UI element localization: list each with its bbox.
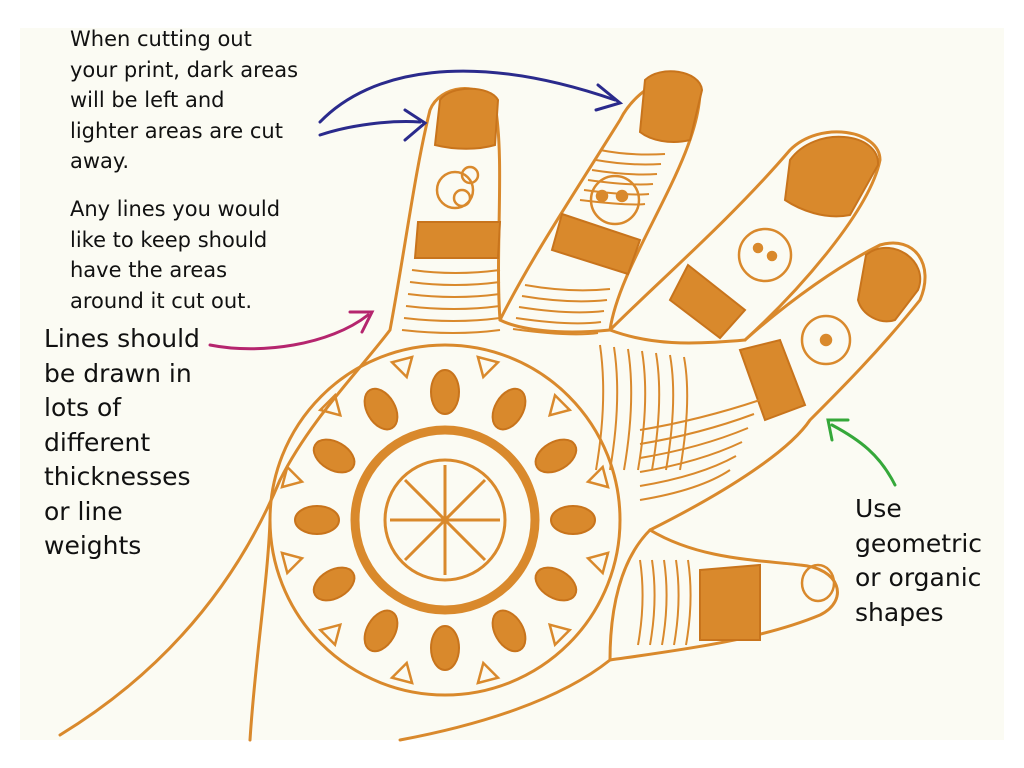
contour-line [609,346,619,471]
mandala-petal [534,566,578,602]
contour-line [639,399,761,431]
mandala-petal [491,609,527,653]
finger-bands [413,70,922,641]
pinky-band [738,338,807,422]
note-cutting-out: When cutting out your print, dark areas … [70,27,299,173]
contour-line [639,427,749,459]
index-band [413,221,502,259]
mandala-petal [430,625,460,671]
annotation-arrows [208,69,897,487]
mandala-triangle [280,464,305,489]
mandala-triangle [476,660,501,685]
thumb-band [699,563,761,641]
mandala-petal [294,505,340,535]
note-line-thickness: Lines should be drawn in lots of differe… [44,324,200,560]
mandala-triangle [317,392,343,418]
mandala-spokes [390,465,500,575]
ring-fingertip-dark [783,135,880,218]
magenta-arrow-head [348,310,375,334]
mandala-petals [294,369,596,671]
palm-mandala [268,343,622,697]
blue-arrow-long-head [594,83,624,112]
contour-line [401,329,501,334]
contour-lines [401,149,761,646]
mandala-petal [312,438,356,474]
contour-line [661,559,668,646]
contour-line [591,169,658,176]
mandala-petal [363,387,399,431]
contour-line [639,455,737,487]
mandala-petal [491,387,527,431]
index-fingertip-dark [433,87,500,150]
mandala-petal [550,505,596,535]
blue-arrow-long [318,69,617,124]
contour-line [665,354,675,471]
contour-line [407,293,501,298]
pinky-fingertip-dark [856,246,922,323]
contour-line [587,179,654,186]
contour-line [518,306,605,314]
hand-outline [58,74,927,742]
middle-fingertip-dark [638,70,704,143]
contour-line [595,159,662,166]
mandala-triangle [547,392,573,418]
green-arrow [830,423,897,487]
contour-line [637,350,647,471]
ring-band [668,263,747,340]
note-shapes: Use geometric or organic shapes [855,494,983,627]
mandala-triangle [585,551,610,576]
contour-line [579,199,646,206]
contour-line [521,295,608,303]
mandala-triangle [547,622,573,648]
mandala-triangle [280,551,305,576]
contour-line [405,305,501,310]
mandala-petal [534,438,578,474]
mandala-petal [430,369,460,415]
contour-line [409,281,501,286]
mandala-petal [363,609,399,653]
note-keep-lines: Any lines you would like to keep should … [70,197,281,313]
contour-line [651,352,661,471]
mandala-triangle [389,355,414,380]
mandala-triangle [476,355,501,380]
contour-line [411,269,501,274]
magenta-arrow [208,313,370,351]
contour-line [679,356,689,471]
contour-line [649,559,656,646]
contour-line [639,469,731,501]
contour-line [583,189,650,196]
mandala-triangle [585,464,610,489]
contour-line [639,413,755,445]
mandala-triangle [389,660,414,685]
contour-line [524,284,611,292]
contour-line [599,149,666,156]
middle-band [550,212,642,276]
mandala-triangles [280,355,610,685]
blue-arrow-short-head [403,108,428,142]
contour-line [515,317,602,325]
blue-arrow-short [318,120,422,137]
contour-line [637,559,644,646]
contour-line [685,559,692,646]
green-arrow-head [826,418,850,442]
mandala-petal [312,566,356,602]
contour-line [623,348,633,471]
contour-line [403,317,501,322]
mandala-triangle [317,622,343,648]
contour-line [673,559,680,646]
contour-line [639,441,743,473]
contour-line [595,344,605,471]
contour-line [512,328,599,336]
